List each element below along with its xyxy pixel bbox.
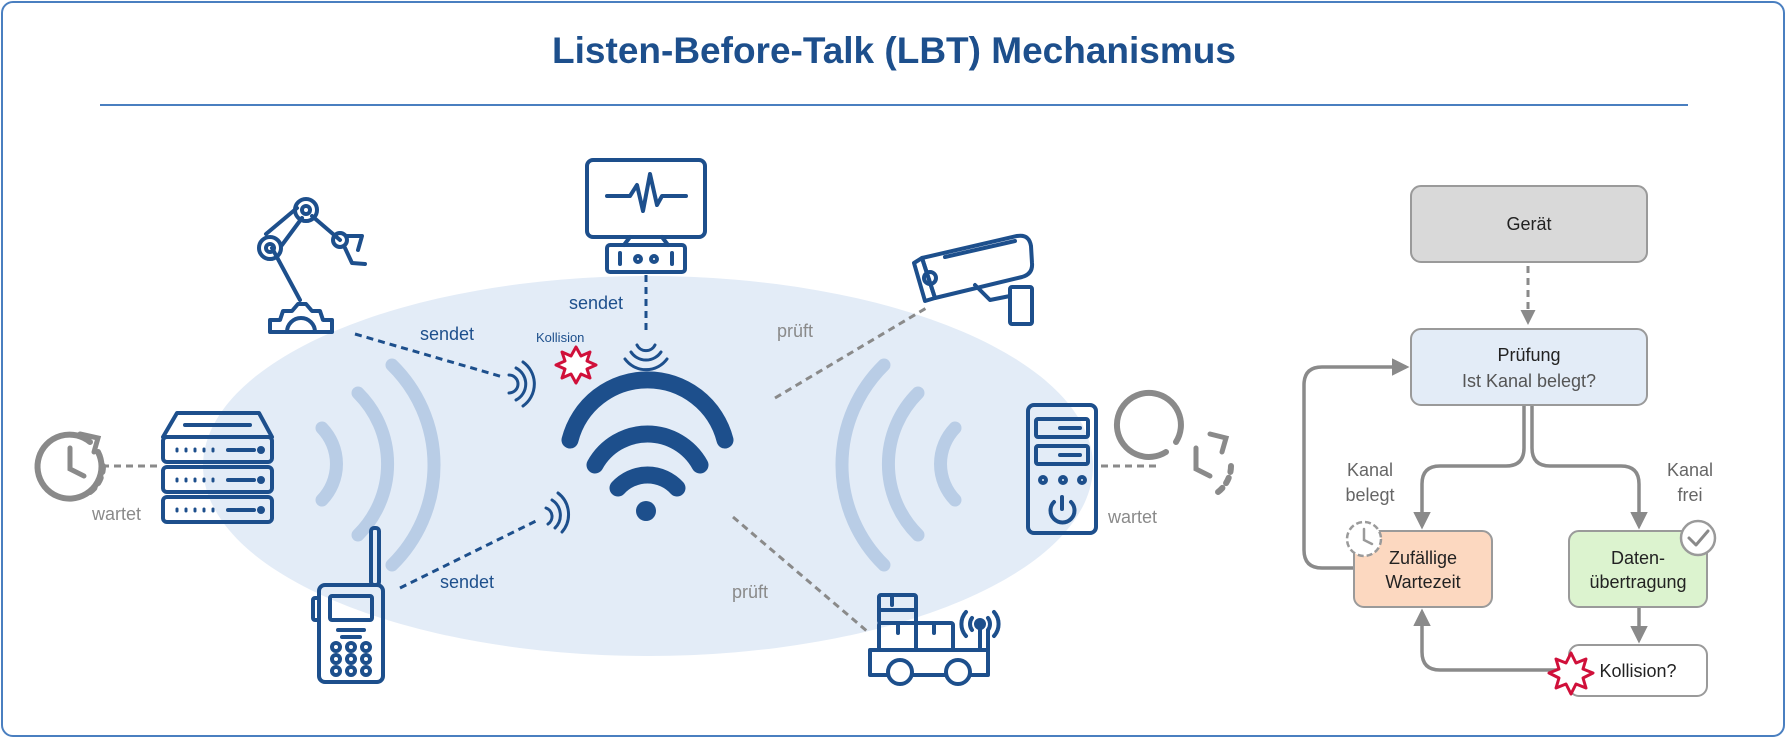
robot-link (354, 332, 504, 379)
arrow-retry (1302, 358, 1410, 570)
delivery-truck-icon (868, 593, 1001, 686)
radio-state-label: sendet (440, 572, 494, 592)
robot-arm-icon (257, 197, 367, 334)
camera-state-label: prüft (777, 321, 813, 341)
device-box (1410, 185, 1648, 263)
arrow-free (1530, 406, 1648, 530)
computer-tower-icon (1026, 403, 1098, 535)
check-box (1410, 328, 1648, 406)
title-divider (100, 104, 1688, 106)
connection-lines (102, 275, 1160, 634)
robot-state-label: sendet (420, 324, 474, 344)
security-camera-icon (912, 233, 1035, 326)
collision-label: Kollision (536, 330, 584, 345)
server-state-label: wartet (91, 504, 141, 524)
monitor-icon (585, 158, 707, 274)
wait-box (1353, 530, 1493, 608)
wait-label-line1: Zufällige (1389, 548, 1457, 568)
camera-link (774, 305, 929, 400)
transmit-label-line1: Daten- (1611, 548, 1665, 568)
free-label-line2: frei (1677, 485, 1702, 505)
collision-flow-icon (1547, 651, 1595, 696)
truck-link (732, 515, 869, 634)
busy-label-line1: Kanal (1347, 460, 1393, 480)
device-box-label: Gerät (1506, 214, 1551, 234)
walkie-talkie-icon (311, 526, 385, 684)
wait-clock-icon (1345, 520, 1383, 558)
wait-label-line2: Wartezeit (1385, 572, 1460, 592)
signal-arcs-radio (544, 491, 571, 534)
check-title: Prüfung (1497, 345, 1560, 365)
monitor-state-label: sendet (569, 293, 623, 313)
tower-state-label: wartet (1107, 507, 1157, 527)
arrow-collision-to-wait (1413, 608, 1566, 672)
clock-icon-left (34, 431, 106, 502)
flowchart: Gerät Prüfung Ist Kanal belegt? Zufällig… (1302, 185, 1717, 697)
signal-arcs-monitor (623, 343, 669, 372)
page-title: Listen-Before-Talk (LBT) Mechanismus (552, 30, 1236, 71)
collision-check-label: Kollision? (1599, 661, 1676, 681)
signal-waves-right (835, 358, 962, 572)
checkmark-icon (1679, 519, 1717, 557)
arrow-busy (1413, 406, 1526, 530)
signal-arcs-robot (507, 360, 536, 408)
free-label-line1: Kanal (1667, 460, 1713, 480)
radio-link (399, 518, 539, 590)
signal-waves-left (315, 358, 441, 572)
busy-label-line2: belegt (1345, 485, 1394, 505)
transmit-label-line2: übertragung (1589, 572, 1686, 592)
wifi-icon (561, 371, 734, 521)
truck-state-label: prüft (732, 582, 768, 602)
clock-icon-right (1113, 389, 1234, 495)
server-rack-icon (161, 411, 274, 524)
check-question: Ist Kanal belegt? (1462, 371, 1596, 391)
transmit-box (1568, 530, 1708, 608)
collision-icon (554, 345, 598, 385)
